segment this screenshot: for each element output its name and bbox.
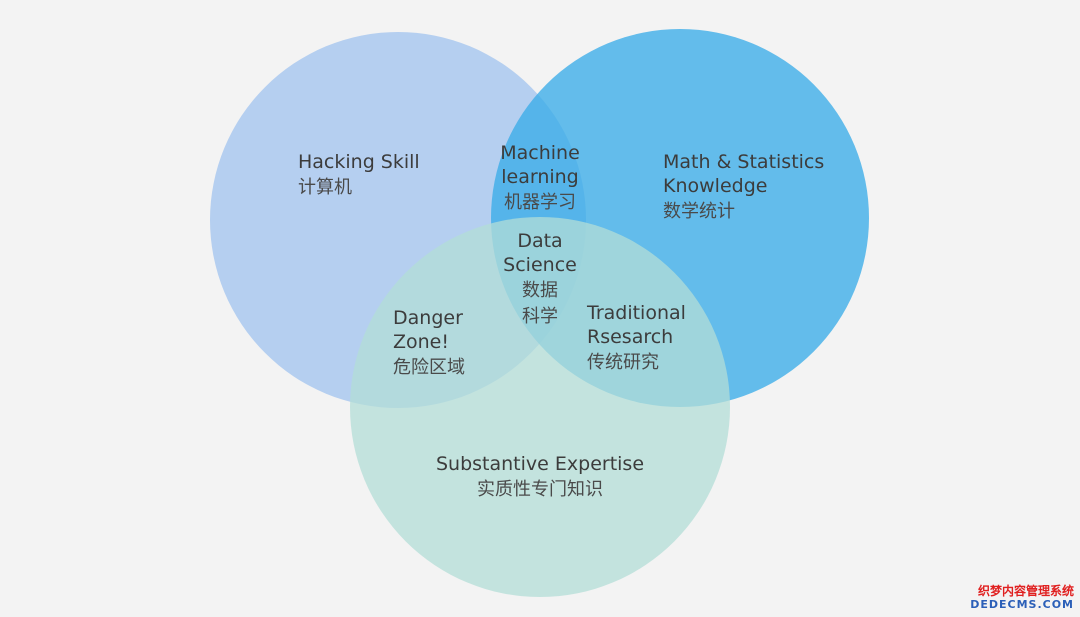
data-science-zh-line2: 科学 (522, 306, 558, 327)
data-science-label: Data Science 数据 科学 (496, 229, 584, 329)
machine-learning-en-line1: Machine (500, 142, 580, 164)
substantive-expertise-label: Substantive Expertise 实质性专门知识 (400, 452, 680, 502)
substantive-expertise-circle (350, 217, 730, 597)
traditional-research-en-line2: Rsesarch (587, 326, 674, 348)
substantive-expertise-en: Substantive Expertise (435, 453, 645, 475)
math-statistics-en-line1: Math & Statistics (663, 151, 825, 173)
traditional-research-label: Traditional Rsesarch 传统研究 (587, 301, 686, 375)
machine-learning-zh: 机器学习 (504, 192, 576, 213)
danger-zone-label: Danger Zone! 危险区域 (393, 306, 465, 380)
site-watermark: 织梦内容管理系统 DEDECMS.COM (970, 584, 1074, 612)
danger-zone-zh: 危险区域 (393, 357, 465, 378)
danger-zone-en-line2: Zone! (393, 331, 449, 353)
danger-zone-en-line1: Danger (393, 307, 463, 329)
substantive-expertise-zh: 实质性专门知识 (477, 479, 603, 500)
math-statistics-en-line2: Knowledge (663, 175, 768, 197)
data-science-en-line1: Data (517, 230, 563, 252)
traditional-research-zh: 传统研究 (587, 352, 659, 373)
traditional-research-en-line1: Traditional (587, 302, 686, 324)
math-statistics-label: Math & Statistics Knowledge 数学统计 (663, 150, 824, 224)
math-statistics-zh: 数学统计 (663, 201, 735, 222)
watermark-title: 织梦内容管理系统 (977, 584, 1074, 598)
machine-learning-label: Machine learning 机器学习 (490, 141, 590, 215)
hacking-skill-zh: 计算机 (298, 177, 352, 198)
machine-learning-en-line2: learning (501, 166, 579, 188)
hacking-skill-en: Hacking Skill (298, 151, 420, 173)
watermark-domain: DEDECMS.COM (970, 598, 1074, 611)
data-science-en-line2: Science (503, 254, 577, 276)
data-science-zh-line1: 数据 (522, 280, 558, 301)
hacking-skill-label: Hacking Skill 计算机 (298, 150, 420, 200)
